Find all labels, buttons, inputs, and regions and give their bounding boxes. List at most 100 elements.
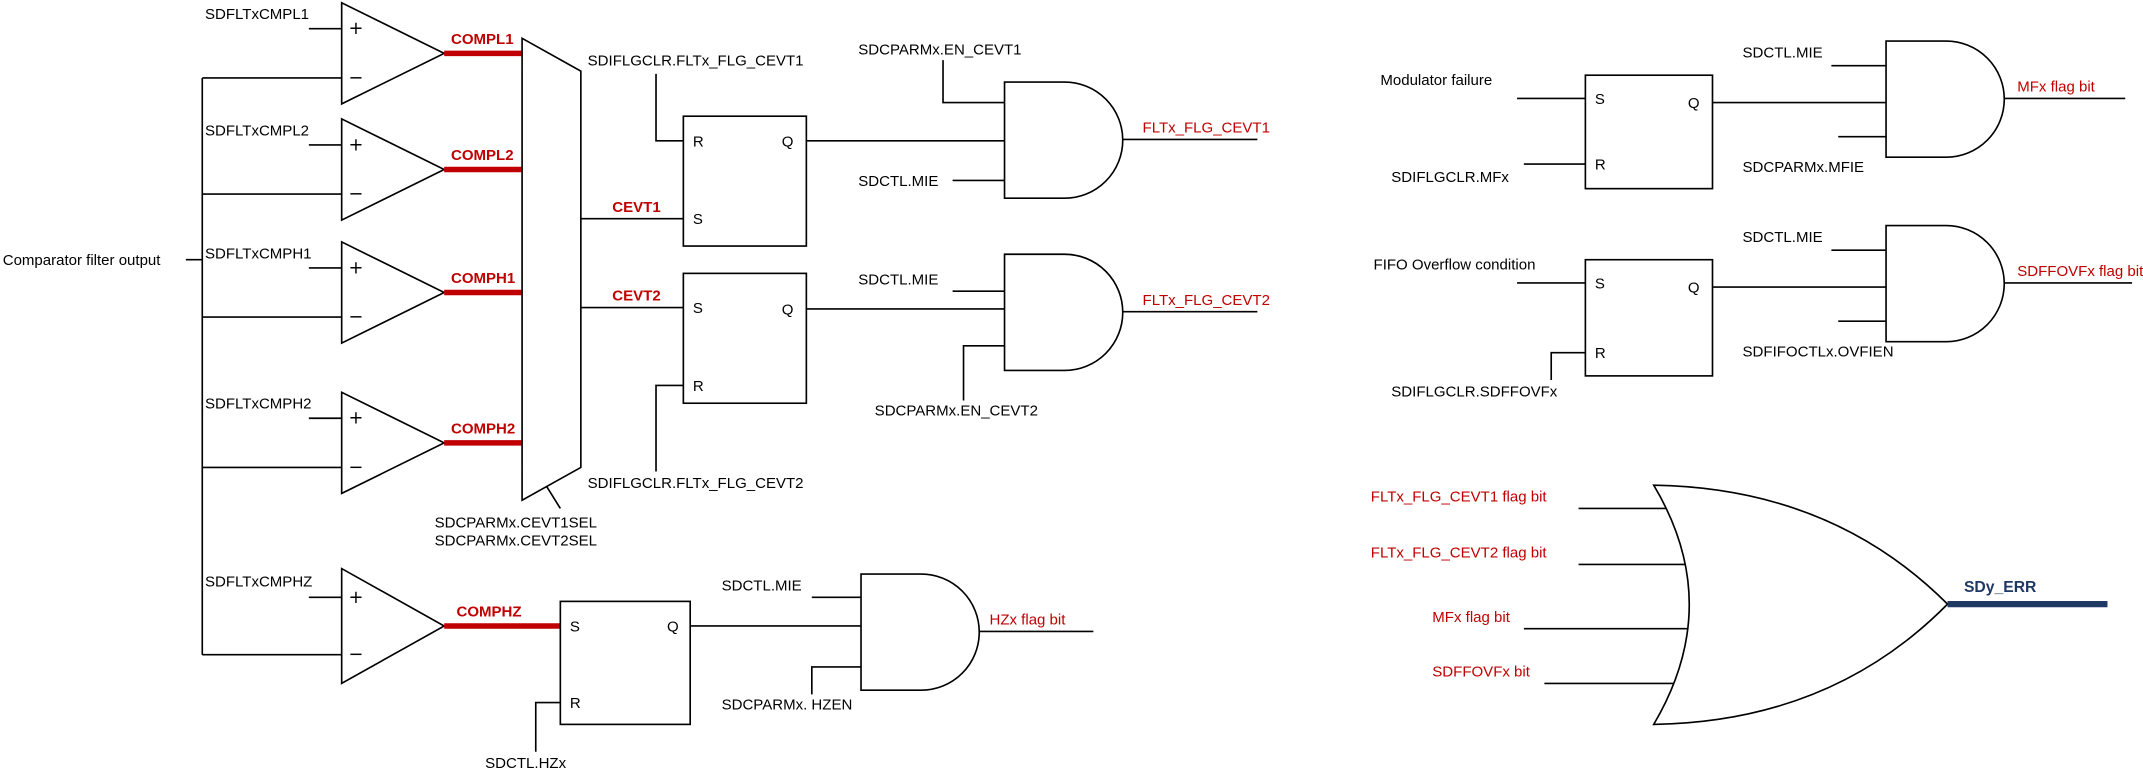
error-output-label: SDy_ERR: [1964, 579, 2037, 596]
comparator-triangle: [340, 567, 446, 685]
fifo-clear-wire: [1550, 351, 1586, 380]
latch-r-label: R: [570, 695, 581, 712]
cevt2-enable-wire: [962, 344, 1005, 401]
plus-sign: +: [349, 135, 364, 155]
latch-r-label: R: [1595, 345, 1606, 362]
or-input-label-cevt1: FLTx_FLG_CEVT1 flag bit: [1371, 489, 1548, 506]
fifo-latch: [1584, 258, 1714, 377]
latch-r-label: R: [1595, 157, 1606, 174]
minus-sign: −: [349, 308, 364, 328]
hz-enable-wire: [811, 666, 862, 695]
cevt2-label: CEVT2: [612, 288, 660, 305]
cevt1-clear-label: SDIFLGCLR.FLTx_FLG_CEVT1: [588, 53, 804, 70]
latch-q-label: Q: [667, 618, 679, 635]
mf-set-label: Modulator failure: [1380, 72, 1492, 89]
plus-sign: +: [349, 409, 364, 429]
mf-and-gate: [1885, 40, 2006, 159]
cevt2-mie-label: SDCTL.MIE: [858, 271, 938, 288]
hz-and-gate: [860, 573, 980, 692]
comparator-output-label: COMPHZ: [456, 603, 521, 620]
cevt2-clear-wire: [655, 384, 684, 472]
comparator-input-label: SDFLTxCMPL2: [205, 122, 309, 139]
fifo-set-label: FIFO Overflow condition: [1374, 256, 1536, 273]
latch-s-label: S: [1595, 91, 1605, 108]
hz-enable-label: SDCPARMx. HZEN: [722, 696, 853, 713]
cevt1-enable-label: SDCPARMx.EN_CEVT1: [858, 42, 1021, 59]
plus-sign: +: [349, 258, 364, 278]
or-input-label-fifo: SDFFOVFx bit: [1432, 664, 1530, 681]
fifo-mie-label: SDCTL.MIE: [1743, 229, 1823, 246]
mux-select-label-2: SDCPARMx.CEVT2SEL: [435, 532, 597, 549]
comparator-input-label: SDFLTxCMPH2: [205, 396, 312, 413]
mf-flag-label: MFx flag bit: [2017, 79, 2095, 96]
plus-sign: +: [349, 588, 364, 608]
comparator-triangle: [340, 1, 447, 106]
comparator-cmph2: SDFLTxCMPH2 + − COMPH2: [205, 390, 523, 495]
mf-path: Modulator failure SDIFLGCLR.MFx S Q R SD…: [1380, 40, 2126, 190]
comparator-cmpl1: SDFLTxCMPL1 + − COMPL1: [205, 1, 523, 106]
minus-sign: −: [349, 185, 364, 205]
minus-sign: −: [349, 68, 364, 88]
mux-select-tick: [545, 486, 562, 509]
cevt2-clear-label: SDIFLGCLR.FLTx_FLG_CEVT2: [588, 475, 804, 492]
cevt2-latch: [682, 272, 808, 405]
cevt1-and-gate: [1003, 81, 1124, 200]
comparator-input-label: SDFLTxCMPHZ: [205, 573, 312, 590]
comparator-output-label: COMPH2: [451, 420, 515, 437]
mux-select-label-1: SDCPARMx.CEVT1SEL: [435, 515, 597, 532]
minus-sign: −: [349, 645, 364, 665]
latch-s-label: S: [693, 300, 703, 317]
comparator-bus-stubs: [202, 77, 342, 656]
mf-clear-label: SDIFLGCLR.MFx: [1391, 169, 1509, 186]
comparator-output-label: COMPH1: [451, 270, 515, 287]
latch-r-label: R: [693, 378, 704, 395]
latch-r-label: R: [693, 133, 704, 150]
fifo-path: FIFO Overflow condition SDIFLGCLR.SDFFOV…: [1374, 224, 2143, 400]
cevt1-enable-wire: [942, 60, 1005, 104]
comparator-bus-label: Comparator filter output: [3, 252, 162, 269]
cevt1-label: CEVT1: [612, 199, 660, 216]
minus-sign: −: [349, 458, 364, 478]
hz-clear-label: SDCTL.HZx: [485, 755, 566, 772]
comparator-triangle: [340, 390, 447, 495]
cevt1-mie-label: SDCTL.MIE: [858, 173, 938, 190]
cevt-mux: SDCPARMx.CEVT1SEL SDCPARMx.CEVT2SEL CEVT…: [435, 36, 684, 549]
cevt2-flag-label: FLTx_FLG_CEVT2: [1143, 292, 1270, 309]
or-input-label-cevt2: FLTx_FLG_CEVT2 flag bit: [1371, 545, 1548, 562]
fifo-and-gate: [1885, 224, 2006, 343]
cevt1-path: SDIFLGCLR.FLTx_FLG_CEVT1 R Q S SDCPARMx.…: [588, 42, 1270, 247]
cevt2-and-gate: [1003, 253, 1124, 372]
hz-mie-label: SDCTL.MIE: [722, 577, 802, 594]
plus-sign: +: [349, 19, 364, 39]
latch-q-label: Q: [782, 133, 794, 150]
comparator-output-label: COMPL1: [451, 31, 514, 48]
hz-latch: [559, 600, 692, 726]
comparator-triangle: [340, 117, 447, 222]
mf-latch: [1584, 74, 1714, 190]
comparator-triangle: [340, 240, 447, 345]
fifo-enable-label: SDFIFOCTLx.OVFIEN: [1743, 344, 1894, 361]
comparator-cmpl2: SDFLTxCMPL2 + − COMPL2: [205, 117, 523, 222]
comparator-bus-line: [185, 77, 204, 655]
comparator-cmphz: SDFLTxCMPHZ + − COMPHZ: [205, 567, 561, 685]
comparator-input-label: SDFLTxCMPH1: [205, 245, 312, 262]
comparator-cmph1: SDFLTxCMPH1 + − COMPH1: [205, 240, 523, 345]
cevt1-latch: [682, 115, 808, 247]
comparator-output-label: COMPL2: [451, 147, 514, 164]
hz-flag-label: HZx flag bit: [989, 612, 1066, 629]
cevt1-clear-wire: [655, 73, 684, 142]
or-input-label-mf: MFx flag bit: [1432, 609, 1510, 626]
comparator-bus: Comparator filter output: [3, 77, 342, 656]
error-or-section: FLTx_FLG_CEVT1 flag bit FLTx_FLG_CEVT2 f…: [1371, 484, 2108, 726]
cevt1-flag-label: FLTx_FLG_CEVT1: [1143, 120, 1270, 137]
fifo-flag-label: SDFFOVFx flag bit: [2017, 263, 2143, 280]
latch-q-label: Q: [1688, 280, 1700, 297]
mf-mie-label: SDCTL.MIE: [1743, 44, 1823, 61]
hz-clear-wire: [534, 701, 561, 752]
cevt2-enable-label: SDCPARMx.EN_CEVT2: [875, 403, 1038, 420]
latch-q-label: Q: [782, 301, 794, 318]
mux-body: [521, 36, 582, 502]
comparator-input-label: SDFLTxCMPL1: [205, 6, 309, 23]
error-or-gate: [1652, 484, 1949, 726]
